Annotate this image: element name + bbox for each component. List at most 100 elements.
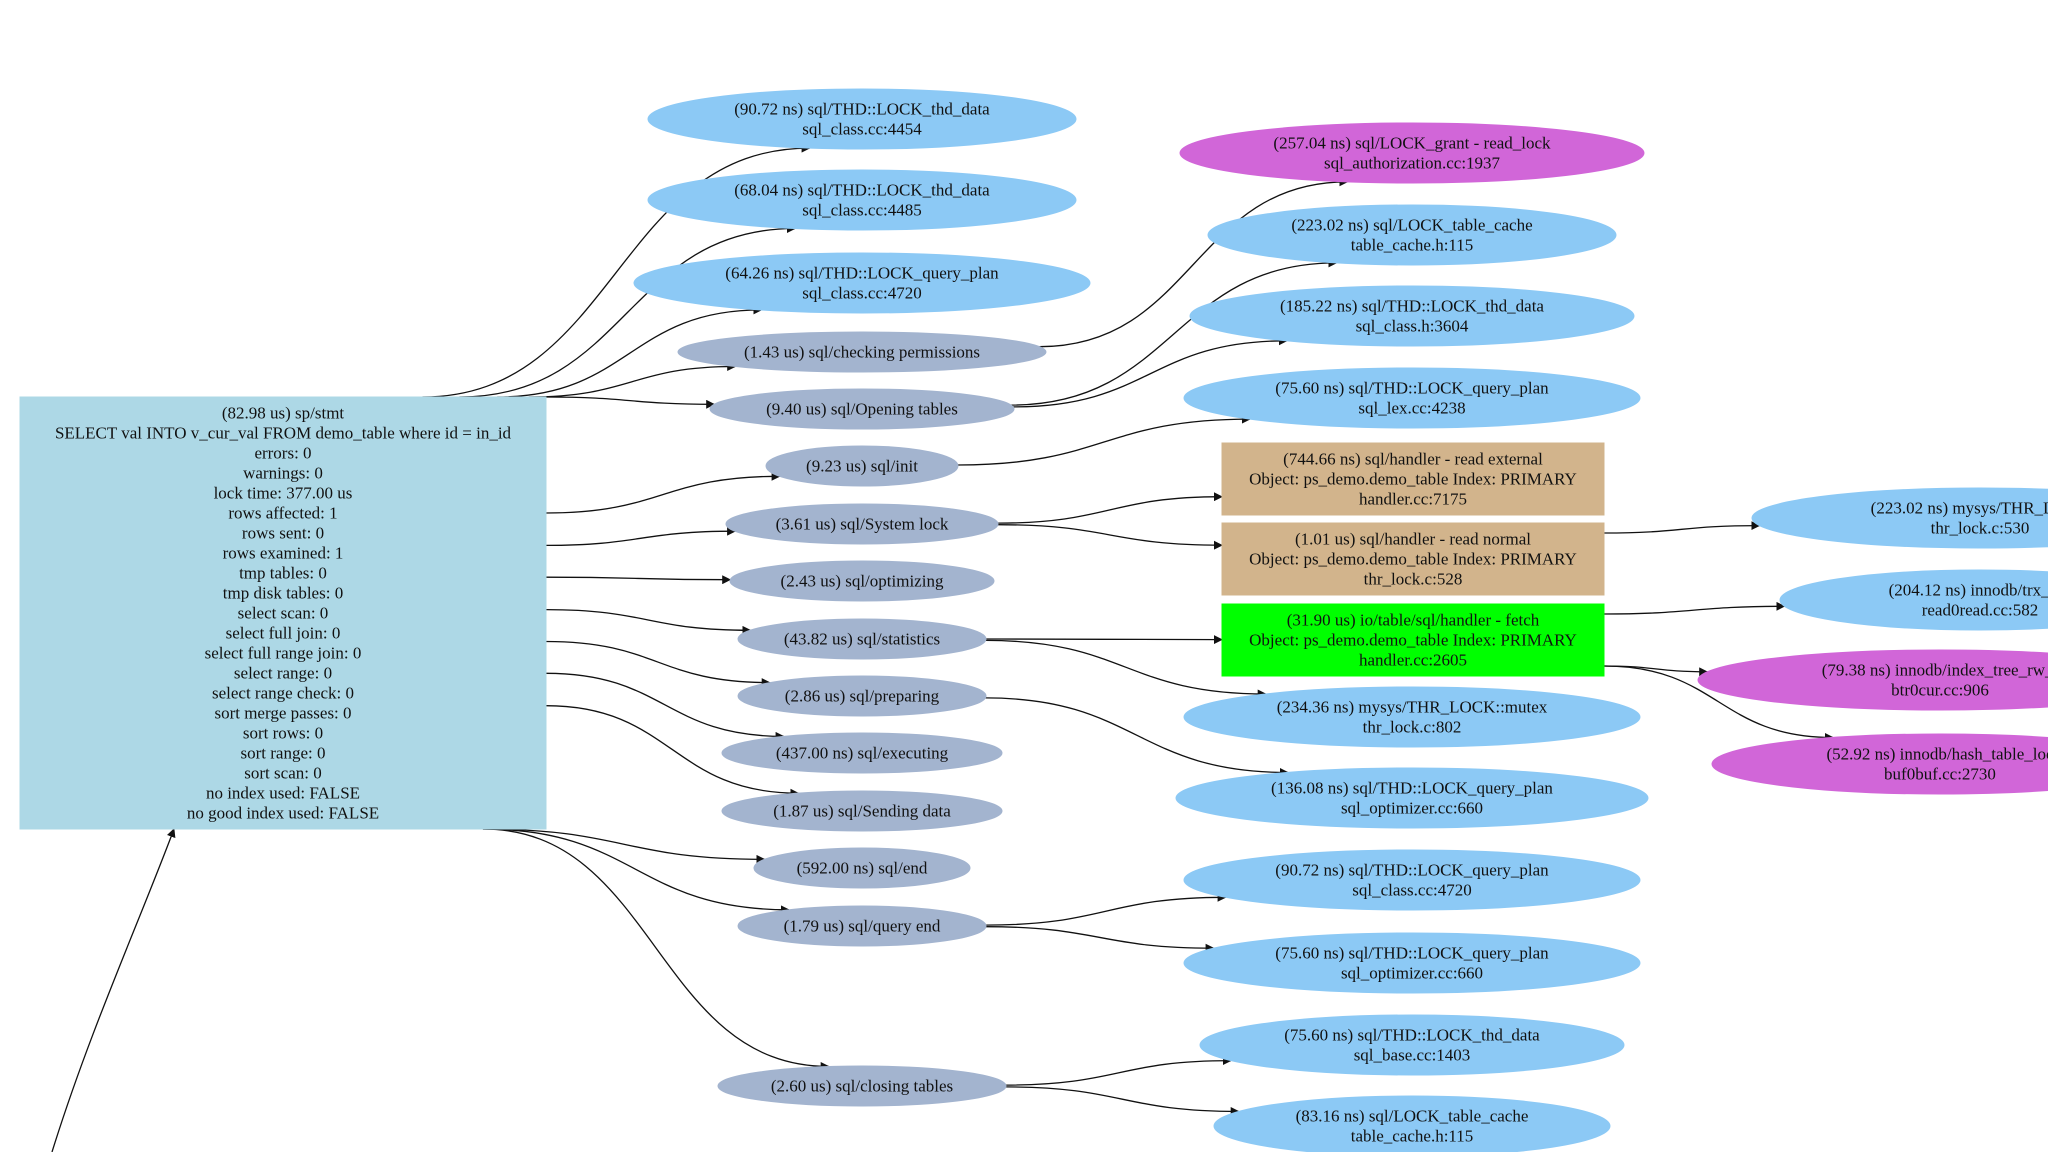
node-744-66-ns-sql-handler-read-external-label-line: (744.66 ns) sql/handler - read external — [1283, 450, 1543, 469]
node-2-86-us-sql-preparing-label-line: (2.86 us) sql/preparing — [785, 687, 940, 706]
node-1-43-us-sql-checking-permissions-label-line: (1.43 us) sql/checking permissions — [744, 343, 980, 362]
node-744-66-ns-sql-handler-read-external[interactable]: (744.66 ns) sql/handler - read externalO… — [1221, 442, 1605, 516]
node-1-87-us-sql-sending-data[interactable]: (1.87 us) sql/Sending data — [721, 790, 1003, 832]
node-136-08-ns-sql-thd-lock-query-plan[interactable]: (136.08 ns) sql/THD::LOCK_query_plansql_… — [1175, 767, 1649, 829]
edge-s11-to-m7 — [985, 892, 1227, 926]
node-9-23-us-sql-init-shape — [765, 445, 959, 487]
edge-s1-to-m1 — [1039, 177, 1349, 348]
node-257-04-ns-sql-lock-grant-read-lock-label-line: (257.04 ns) sql/LOCK_grant - read_lock — [1273, 134, 1551, 153]
node-257-04-ns-sql-lock-grant-read-lock-label-line: sql_authorization.cc:1937 — [1324, 154, 1501, 173]
node-223-02-ns-mysys-thr-lock[interactable]: (223.02 ns) mysys/THR_LOCKthr_lock.c:530 — [1751, 487, 2048, 549]
edge-stmt-to-s6 — [545, 608, 752, 635]
statement-node-label-line: errors: 0 — [254, 444, 311, 463]
node-136-08-ns-sql-thd-lock-query-plan-label-line: sql_optimizer.cc:660 — [1341, 799, 1483, 818]
edge-stmt-to-s2 — [545, 396, 716, 409]
edge-s3-to-m4 — [957, 414, 1251, 466]
node-223-02-ns-sql-lock-table-cache[interactable]: (223.02 ns) sql/LOCK_table_cachetable_ca… — [1207, 204, 1617, 266]
node-2-43-us-sql-optimizing-shape — [729, 560, 995, 602]
node-64-26-ns-sql-thd-lock-query-plan[interactable]: (64.26 ns) sql/THD::LOCK_query_plansql_c… — [633, 252, 1091, 314]
node-9-23-us-sql-init[interactable]: (9.23 us) sql/init — [765, 445, 959, 487]
node-43-82-us-sql-statistics[interactable]: (43.82 us) sql/statistics — [737, 618, 987, 660]
node-3-61-us-sql-system-lock-label-line: (3.61 us) sql/System lock — [776, 515, 949, 534]
edge-s4-to-h1 — [997, 492, 1223, 524]
node-223-02-ns-sql-lock-table-cache-label-line: (223.02 ns) sql/LOCK_table_cache — [1291, 216, 1532, 235]
node-257-04-ns-sql-lock-grant-read-lock[interactable]: (257.04 ns) sql/LOCK_grant - read_locksq… — [1179, 122, 1645, 184]
node-9-40-us-sql-opening-tables[interactable]: (9.40 us) sql/Opening tables — [709, 388, 1015, 430]
edge-s6-to-h3 — [985, 635, 1223, 645]
node-185-22-ns-sql-thd-lock-thd-data-label-line: (185.22 ns) sql/THD::LOCK_thd_data — [1280, 297, 1544, 316]
statement-node-label-line: select scan: 0 — [238, 604, 329, 623]
node-1-01-us-sql-handler-read-normal-label-line: Object: ps_demo.demo_table Index: PRIMAR… — [1249, 550, 1577, 569]
node-1-01-us-sql-handler-read-normal-shape — [1221, 522, 1605, 596]
node-52-92-ns-innodb-hash-table-loc-label-line: buf0buf.cc:2730 — [1884, 765, 1996, 784]
node-43-82-us-sql-statistics-shape — [737, 618, 987, 660]
node-68-04-ns-sql-thd-lock-thd-data-label-line: sql_class.cc:4485 — [802, 201, 921, 220]
statement-node-label-line: sort rows: 0 — [243, 724, 323, 743]
node-744-66-ns-sql-handler-read-external-label-line: handler.cc:7175 — [1359, 490, 1467, 509]
edge-stmt-to-s10 — [482, 828, 766, 864]
node-592-00-ns-sql-end[interactable]: (592.00 ns) sql/end — [753, 847, 971, 889]
edge-stmt-to-s1 — [528, 362, 737, 398]
node-52-92-ns-innodb-hash-table-loc[interactable]: (52.92 ns) innodb/hash_table_locbuf0buf.… — [1711, 733, 2048, 795]
node-1-01-us-sql-handler-read-normal[interactable]: (1.01 us) sql/handler - read normalObjec… — [1221, 522, 1605, 596]
node-90-72-ns-sql-thd-lock-thd-data[interactable]: (90.72 ns) sql/THD::LOCK_thd_datasql_cla… — [647, 88, 1077, 150]
node-31-90-us-io-table-sql-handler-fetch-shape — [1221, 603, 1605, 677]
node-223-02-ns-mysys-thr-lock-label-line: thr_lock.c:530 — [1931, 519, 2030, 538]
edge-s6-to-m5 — [985, 639, 1267, 699]
node-75-60-ns-sql-thd-lock-thd-data[interactable]: (75.60 ns) sql/THD::LOCK_thd_datasql_bas… — [1199, 1014, 1625, 1076]
node-1-79-us-sql-query-end[interactable]: (1.79 us) sql/query end — [737, 905, 987, 947]
node-744-66-ns-sql-handler-read-external-label-line: Object: ps_demo.demo_table Index: PRIMAR… — [1249, 470, 1577, 489]
edge-stmt-to-n3 — [497, 305, 763, 398]
edge-stmt-to-s5 — [545, 575, 732, 585]
node-90-72-ns-sql-thd-lock-query-plan-label-line: sql_class.cc:4720 — [1352, 881, 1471, 900]
statement-node-label-line: warnings: 0 — [243, 464, 323, 483]
node-204-12-ns-innodb-trx-sys[interactable]: (204.12 ns) innodb/trx_sysread0read.cc:5… — [1779, 569, 2048, 631]
node-9-40-us-sql-opening-tables-label-line: (9.40 us) sql/Opening tables — [766, 400, 958, 419]
edge-stmt-to-s8 — [545, 672, 785, 741]
node-437-00-ns-sql-executing-label-line: (437.00 ns) sql/executing — [776, 744, 949, 763]
statement-node-label-line: select range check: 0 — [212, 684, 354, 703]
node-31-90-us-io-table-sql-handler-fetch[interactable]: (31.90 us) io/table/sql/handler - fetchO… — [1221, 603, 1605, 677]
node-75-60-ns-sql-thd-lock-query-plan[interactable]: (75.60 ns) sql/THD::LOCK_query_plansql_l… — [1183, 367, 1641, 429]
node-75-60-ns-sql-thd-lock-query-plan-label-line: (75.60 ns) sql/THD::LOCK_query_plan — [1275, 944, 1549, 963]
statement-node-label-line: no good index used: FALSE — [187, 804, 379, 823]
edge-s4-to-h2 — [997, 524, 1223, 550]
node-234-36-ns-mysys-thr-lock-mutex[interactable]: (234.36 ns) mysys/THR_LOCK::mutexthr_loc… — [1183, 686, 1641, 748]
statement-node-label-line: rows affected: 1 — [228, 504, 337, 523]
node-1-01-us-sql-handler-read-normal-label-line: thr_lock.c:528 — [1364, 570, 1463, 589]
node-592-00-ns-sql-end-shape — [753, 847, 971, 889]
node-2-86-us-sql-preparing[interactable]: (2.86 us) sql/preparing — [737, 675, 987, 717]
node-64-26-ns-sql-thd-lock-query-plan-label-line: sql_class.cc:4720 — [802, 284, 921, 303]
node-83-16-ns-sql-lock-table-cache-label-line: (83.16 ns) sql/LOCK_table_cache — [1296, 1107, 1529, 1126]
node-1-43-us-sql-checking-permissions[interactable]: (1.43 us) sql/checking permissions — [677, 331, 1047, 373]
edge-s2-to-m3 — [1013, 336, 1288, 408]
node-90-72-ns-sql-thd-lock-query-plan[interactable]: (90.72 ns) sql/THD::LOCK_query_plansql_c… — [1183, 849, 1641, 911]
node-1-79-us-sql-query-end-shape — [737, 905, 987, 947]
statement-node-label-line: no index used: FALSE — [206, 784, 360, 803]
node-3-61-us-sql-system-lock[interactable]: (3.61 us) sql/System lock — [725, 503, 999, 545]
node-223-02-ns-mysys-thr-lock-shape — [1751, 487, 2048, 549]
node-83-16-ns-sql-lock-table-cache[interactable]: (83.16 ns) sql/LOCK_table_cachetable_cac… — [1213, 1095, 1611, 1152]
node-79-38-ns-innodb-index-tree-rw-l-label-line: btr0cur.cc:906 — [1891, 681, 1989, 700]
node-2-43-us-sql-optimizing[interactable]: (2.43 us) sql/optimizing — [729, 560, 995, 602]
node-204-12-ns-innodb-trx-sys-label-line: read0read.cc:582 — [1922, 601, 2039, 620]
node-185-22-ns-sql-thd-lock-thd-data[interactable]: (185.22 ns) sql/THD::LOCK_thd_datasql_cl… — [1189, 285, 1635, 347]
node-79-38-ns-innodb-index-tree-rw-l[interactable]: (79.38 ns) innodb/index_tree_rw_lbtr0cur… — [1697, 649, 2048, 711]
edge-s12-to-m9 — [1005, 1056, 1232, 1086]
statement-node-label-line: SELECT val INTO v_cur_val FROM demo_tabl… — [55, 424, 512, 443]
node-1-79-us-sql-query-end-label-line: (1.79 us) sql/query end — [784, 917, 941, 936]
edge-layer — [51, 143, 1834, 1152]
node-31-90-us-io-table-sql-handler-fetch-label-line: Object: ps_demo.demo_table Index: PRIMAR… — [1249, 631, 1577, 650]
node-136-08-ns-sql-thd-lock-query-plan-label-line: (136.08 ns) sql/THD::LOCK_query_plan — [1271, 779, 1553, 798]
statement-node-label-line: sort merge passes: 0 — [214, 704, 351, 723]
node-75-60-ns-sql-thd-lock-query-plan[interactable]: (75.60 ns) sql/THD::LOCK_query_plansql_o… — [1183, 932, 1641, 994]
node-2-60-us-sql-closing-tables[interactable]: (2.60 us) sql/closing tables — [717, 1065, 1007, 1107]
node-437-00-ns-sql-executing-shape — [721, 732, 1003, 774]
node-592-00-ns-sql-end-label-line: (592.00 ns) sql/end — [797, 859, 928, 878]
node-437-00-ns-sql-executing[interactable]: (437.00 ns) sql/executing — [721, 732, 1003, 774]
node-68-04-ns-sql-thd-lock-thd-data[interactable]: (68.04 ns) sql/THD::LOCK_thd_datasql_cla… — [647, 169, 1077, 231]
node-68-04-ns-sql-thd-lock-thd-data-shape — [647, 169, 1077, 231]
edge-stmt-to-s12 — [482, 828, 830, 1071]
